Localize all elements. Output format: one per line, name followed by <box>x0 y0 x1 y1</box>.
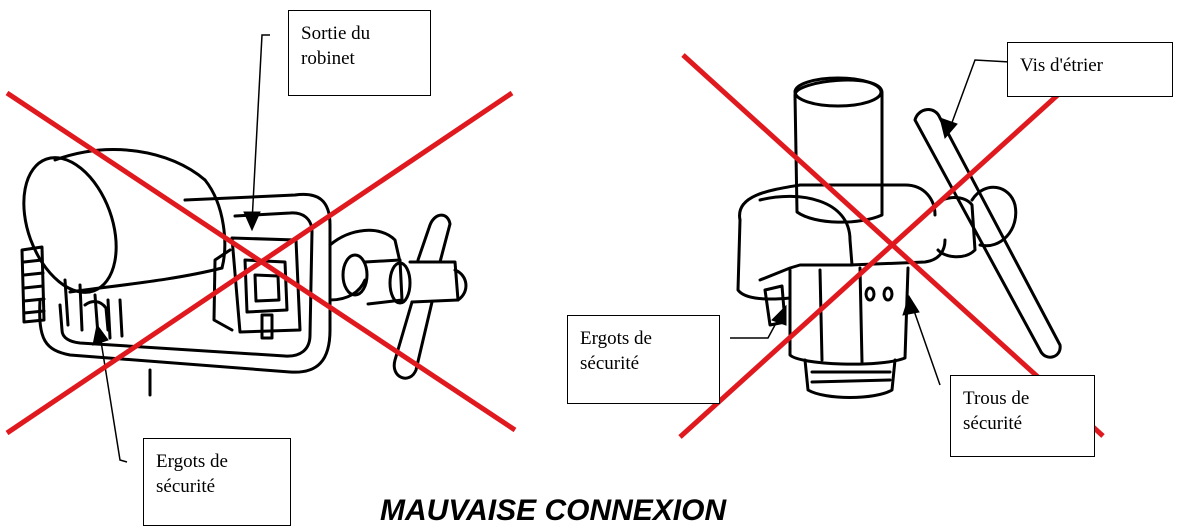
right-red-cross <box>678 53 1105 439</box>
right-valve-drawing <box>736 76 1062 399</box>
leader-right-pins <box>730 311 783 339</box>
leader-left-pins <box>99 334 128 463</box>
leader-left-outlet <box>251 34 270 223</box>
label-vis-d-etrier: Vis d'étrier <box>1007 42 1173 97</box>
arrowhead-right-pins <box>771 304 787 326</box>
arrowhead-left-pins <box>92 323 109 346</box>
label-sortie-du-robinet: Sortie du robinet <box>288 10 431 96</box>
leader-right-screw <box>949 59 1011 129</box>
arrowhead-right-holes <box>902 294 920 316</box>
leader-right-holes <box>911 304 941 386</box>
arrowhead-left-outlet <box>243 211 261 232</box>
left-yoke-drawing <box>20 148 468 397</box>
label-ergots-left: Ergots de sécurité <box>143 438 291 526</box>
arrowhead-right-screw <box>939 117 958 140</box>
arrow-heads <box>92 117 958 346</box>
left-cross-stroke-b <box>5 90 514 436</box>
right-cross-stroke-b <box>678 71 1084 439</box>
label-ergots-right: Ergots de sécurité <box>567 315 720 404</box>
label-trous-de-securite: Trous de sécurité <box>950 375 1095 457</box>
diagram-title: MAUVAISE CONNEXION <box>380 494 727 527</box>
left-red-cross <box>5 90 517 436</box>
leader-lines <box>99 34 1011 463</box>
